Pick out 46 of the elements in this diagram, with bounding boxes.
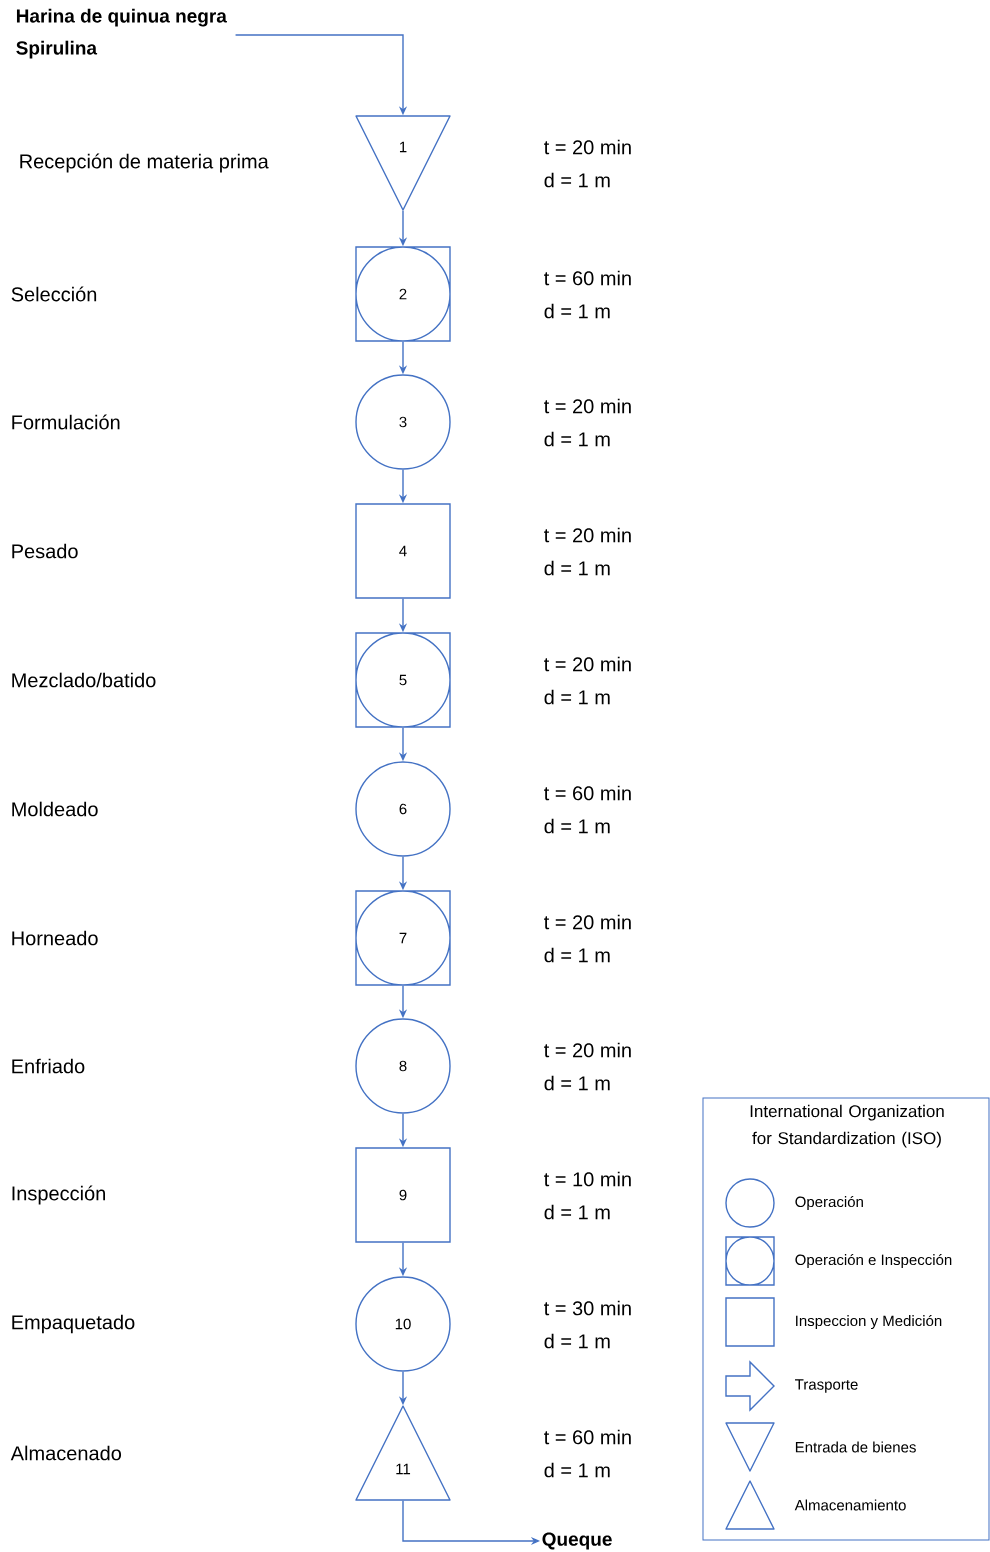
legend-text: Operación — [795, 1195, 863, 1211]
step-name: Almacenado — [10, 1445, 122, 1461]
measure-text: d = 1 m — [544, 1333, 610, 1349]
measure-text: d = 1 m — [544, 1204, 610, 1220]
measure-text: t = 20 min — [544, 656, 631, 672]
measure-text: t = 60 min — [544, 1429, 631, 1445]
legend-text: Entrada de bienes — [795, 1441, 916, 1453]
step-name: Selección — [11, 286, 97, 302]
legend-title: International Organization for Standardization (ISO) — [750, 1104, 944, 1148]
measure-text: d = 1 m — [544, 560, 610, 576]
measure-text: t = 20 min — [544, 139, 631, 155]
measure-text: d = 1 m — [544, 431, 610, 447]
legend-text: Inspeccion y Medición — [796, 1314, 942, 1330]
measure-text: t = 20 min — [544, 398, 631, 414]
input-text: Harina de quinua negra Spirulina — [16, 8, 227, 59]
measure-text: t = 20 min — [544, 1042, 631, 1058]
measure-text: t = 30 min — [544, 1300, 631, 1316]
measure-text: d = 1 m — [544, 818, 610, 834]
triangle: 11 — [355, 1405, 451, 1501]
step-name: Inspección — [12, 1185, 105, 1205]
square: 4 — [355, 503, 451, 599]
legend-text: Almacenamiento — [794, 1499, 906, 1511]
measure-text: d = 1 m — [544, 689, 610, 705]
step-name: Pesado — [12, 543, 78, 559]
legend-text: Operación e Inspección — [795, 1253, 952, 1269]
measure-text: d = 1 m — [544, 1075, 610, 1091]
step-name: Horneado — [12, 930, 98, 946]
measure-text: d = 1 m — [544, 172, 610, 188]
measure-text: t = 60 min — [544, 270, 631, 286]
measure-text: t = 20 min — [544, 527, 631, 543]
measure-text: t = 10 min — [544, 1171, 631, 1187]
inverted-triangle: 1 — [355, 115, 451, 211]
step-name: Formulación — [12, 414, 120, 430]
measure-text: d = 1 m — [544, 947, 610, 963]
measure-text: t = 60 min — [544, 785, 631, 801]
step-name: Recepción de materia prima — [20, 153, 269, 173]
measure-text: d = 1 m — [544, 303, 610, 319]
step-name: Moldeado — [12, 801, 98, 817]
legend-text: Trasporte — [795, 1379, 858, 1393]
output-text: Queque — [542, 1532, 612, 1550]
square: 9 — [355, 1147, 451, 1243]
step-name: Mezclado/batido — [12, 672, 156, 688]
measure-text: t = 20 min — [544, 914, 631, 930]
step-name: Empaquetado — [12, 1314, 135, 1334]
step-name: Enfriado — [12, 1058, 85, 1074]
measure-text: d = 1 m — [544, 1462, 610, 1478]
